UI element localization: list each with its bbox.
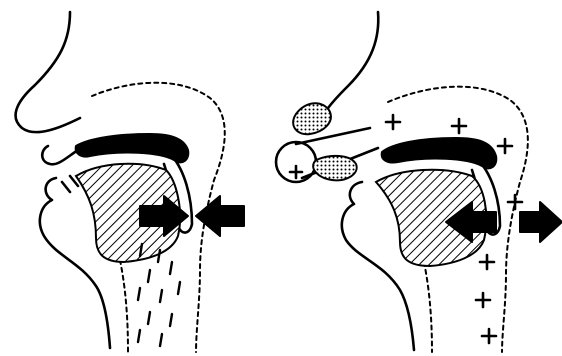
plus-sign: [290, 166, 302, 178]
plus-sign: [498, 139, 512, 153]
right-panel: [276, 12, 562, 352]
plus-sign: [482, 329, 496, 343]
plus-sign: [386, 115, 400, 129]
left-upper-lip: [42, 146, 78, 164]
left-nose-outline: [16, 12, 80, 132]
left-panel: [16, 12, 244, 352]
right-throat-dashed: [424, 262, 432, 352]
right-arrow-right: [520, 202, 562, 242]
right-upper-lip-dotted: [293, 103, 331, 134]
right-palate: [382, 138, 497, 168]
left-palate: [76, 134, 189, 162]
left-arrow-left: [196, 196, 244, 236]
right-nose-outline: [323, 12, 378, 122]
left-throat-dashed: [120, 260, 128, 352]
plus-sign: [480, 255, 494, 269]
plus-sign: [476, 293, 490, 307]
plus-sign: [452, 119, 466, 133]
plus-sign: [508, 195, 522, 209]
right-lower-lip-dotted: [313, 156, 357, 180]
left-teeth: [62, 176, 78, 192]
